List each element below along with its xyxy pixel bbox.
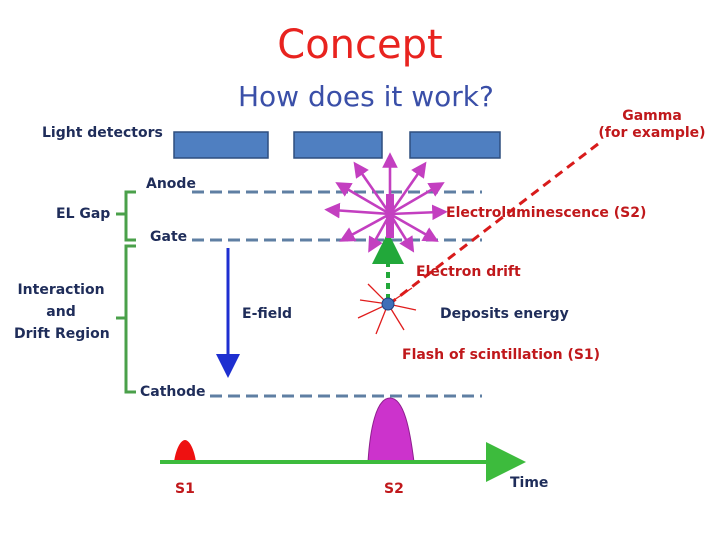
electroluminescence-label: Electroluminescence (S2) [446,205,647,221]
light-detectors-label: Light detectors [42,125,163,141]
time-axis-label: Time [510,475,549,491]
s2-pulse [367,397,415,463]
light-detector-2 [293,131,383,159]
page-title: Concept [277,22,443,68]
drift-region-label-line1: Interaction [17,282,105,298]
el-gap-label: EL Gap [56,206,111,222]
drift-region-label-line2: and [46,304,76,320]
page-subtitle: How does it work? [238,80,494,113]
cathode-label: Cathode [140,384,206,400]
gamma-label-line1: Gamma [622,108,682,124]
interaction-point [381,297,395,311]
s1-label: S1 [175,481,195,497]
light-detector-3 [409,131,501,159]
efield-label: E-field [242,306,293,322]
anode-label: Anode [146,176,196,192]
s2-label: S2 [384,481,404,497]
gamma-track [391,142,599,304]
el-gap-bracket [116,190,136,242]
s1-pulse [174,440,196,462]
drift-region-bracket [116,244,136,394]
gate-label: Gate [150,229,188,245]
electroluminescence-core [386,194,394,238]
gamma-label-line2: (for example) [598,125,706,141]
electron-drift-label: Electron drift [416,264,521,280]
flash-scintillation-label: Flash of scintillation (S1) [402,347,601,363]
light-detector-1 [173,131,269,159]
drift-region-label-line3: Drift Region [14,326,110,342]
deposits-energy-label: Deposits energy [440,306,569,322]
